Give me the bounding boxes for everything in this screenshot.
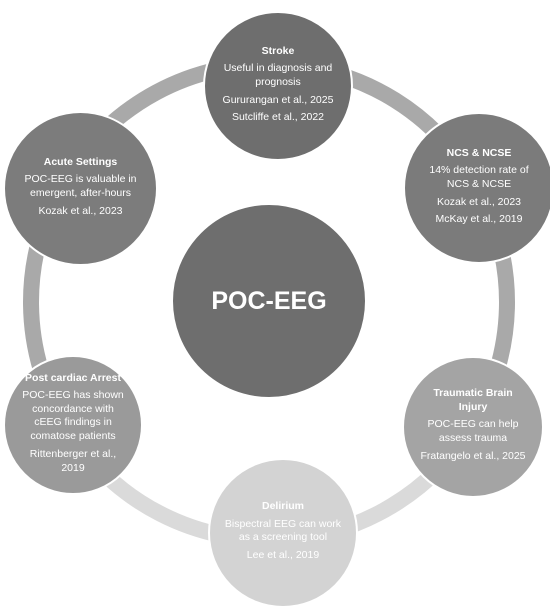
node-ncs-ncse: NCS & NCSE 14% detection rate of NCS & NC… xyxy=(403,112,550,264)
node-description: 14% detection rate of NCS & NCSE xyxy=(429,164,529,190)
node-reference: Kozak et al., 2023 xyxy=(436,196,522,209)
node-title: Acute Settings xyxy=(43,155,118,168)
node-reference: McKay et al., 2019 xyxy=(435,212,523,225)
node-title: Stroke xyxy=(261,44,295,57)
node-reference: Sutcliffe et al., 2022 xyxy=(231,110,325,123)
node-description: POC-EEG is valuable in emergent, after-h… xyxy=(24,173,137,199)
node-reference: Rittenberger et al., 2019 xyxy=(29,448,117,474)
node-reference: Fratangelo et al., 2025 xyxy=(420,450,526,463)
node-title: Post cardiac Arrest xyxy=(25,371,121,384)
node-title: Traumatic Brain Injury xyxy=(433,387,513,413)
node-description: Useful in diagnosis and prognosis xyxy=(223,62,333,88)
node-title: NCS & NCSE xyxy=(446,146,512,159)
center-node: POC-EEG xyxy=(171,203,367,399)
node-title: Delirium xyxy=(261,500,304,513)
center-label: POC-EEG xyxy=(211,286,327,315)
node-reference: Kozak et al., 2023 xyxy=(38,204,123,217)
node-description: POC-EEG can help assess trauma xyxy=(427,418,519,444)
node-description: Bispectral EEG can work as a screening t… xyxy=(224,517,342,543)
node-reference: Gururangan et al., 2025 xyxy=(222,94,334,107)
node-description: POC-EEG has shown concordance with cEEG … xyxy=(22,389,124,442)
node-reference: Lee et al., 2019 xyxy=(246,549,320,562)
